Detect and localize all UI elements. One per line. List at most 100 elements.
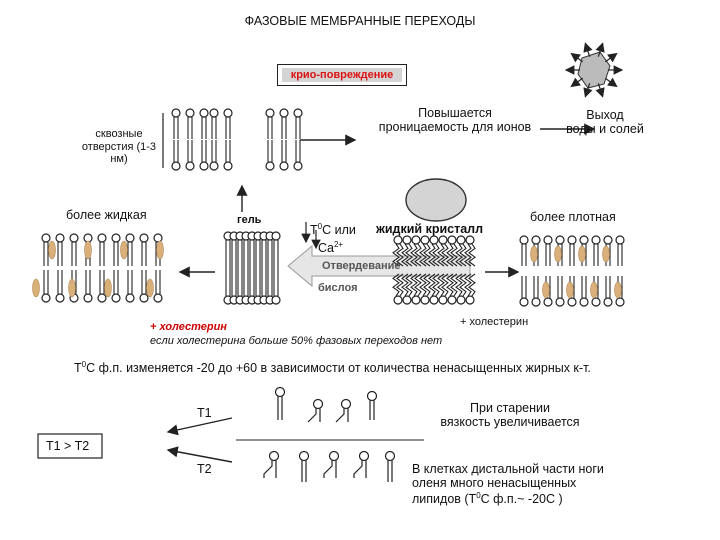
cholesterol-molecule [120,240,128,260]
wavy-lipid [455,273,467,305]
lipid [139,270,149,303]
wavy-lipid [410,273,422,305]
t1-label: T1 [197,406,212,420]
lipid [199,108,209,139]
efflux-label: Выход воды и солей [566,108,644,137]
lipid [591,235,601,266]
cholesterol-molecule [614,281,622,299]
lipid [55,270,65,303]
wavy-lipid [410,235,422,267]
cholesterol-molecule [32,278,40,298]
lipid [41,270,51,303]
wavy-lipid [455,235,467,267]
lipid [223,108,233,139]
temp-ca-label: T0С или [310,222,356,238]
lipid [41,233,51,266]
lipid [579,276,589,307]
cholesterol-note: если холестерина больше 50% фазовых пере… [150,335,443,347]
wavy-lipid [446,273,458,305]
cholesterol-molecule [590,281,598,299]
cholesterol-molecule [104,278,112,298]
t1-gt-t2-box [37,433,103,459]
membrane-group [32,108,625,482]
denser-label: более плотная [530,210,616,224]
lipid [279,108,289,139]
cholesterol-molecule [554,245,562,263]
lipid [223,140,233,171]
wavy-lipid [464,273,476,305]
lipid [293,140,303,171]
lipid [271,268,281,305]
lipid [555,276,565,307]
gel-label: гель [237,214,262,226]
cholesterol-molecule [578,245,586,263]
wavy-lipid [446,235,458,267]
arrow-to-t1 [166,417,233,436]
kinked-lipid [353,450,370,478]
lipid [171,108,181,139]
lipid [97,233,107,266]
cholesterol-molecule [602,245,610,263]
lipid [519,235,529,266]
cholesterol-molecule [530,245,538,263]
lipid [185,140,195,171]
lipid [111,233,121,266]
cholesterol-molecule [48,240,56,260]
plus-cholesterol-left: + холестерин [150,321,227,333]
wavy-lipid [437,273,449,305]
arrow-to-t2 [166,446,233,463]
lipid [279,140,289,171]
kinked-lipid [335,398,352,423]
lipid [55,233,65,266]
aging-label: При старении вязкость увеличивается [440,401,580,430]
lipid [111,270,121,303]
hardening-label-2: бислоя [318,282,358,294]
cholesterol-molecule [146,278,154,298]
ca-label: Ca2+ [318,240,344,256]
t2-label: T2 [197,462,212,476]
kinked-lipid [323,450,340,478]
wavy-lipid [419,273,431,305]
wavy-lipid [392,273,404,305]
vesicle-circle [405,178,467,222]
lipid [185,108,195,139]
lipid [615,235,625,266]
lipid [125,270,135,303]
wavy-lipid [464,235,476,267]
lipid [209,140,219,171]
page-title: ФАЗОВЫЕ МЕМБРАННЫЕ ПЕРЕХОДЫ [244,14,476,28]
lipid [171,140,181,171]
saturated-lipid [384,450,396,482]
burst-icon [564,42,624,98]
lipid [293,108,303,139]
saturated-lipid [274,386,286,420]
lipid [139,233,149,266]
lipid [543,235,553,266]
hardening-label-1: Отвердевание [322,260,401,272]
lipid [265,108,275,139]
lipid [125,233,135,266]
cryo-box: крио-повреждение [277,64,407,86]
wavy-lipid [428,235,440,267]
kinked-lipid [307,398,324,423]
lipid [209,108,219,139]
cholesterol-molecule [542,281,550,299]
pores-label: сквозные отверстия (1-3 нм) [81,128,157,166]
kinked-lipid [263,450,280,478]
wavy-lipid [401,235,413,267]
cholesterol-molecule [68,278,76,298]
lipid [567,235,577,266]
lipid [271,231,281,268]
cholesterol-molecule [566,281,574,299]
t1-gt-t2-label: T1 > T2 [46,439,90,453]
wavy-lipid [437,235,449,267]
wavy-lipid [401,273,413,305]
lipid [69,233,79,266]
more-liquid-label: более жидкая [66,208,147,222]
plus-cholesterol-right: + холестерин [460,316,529,328]
lipid [153,270,163,303]
permeability-label: Повышается проницаемость для ионов [378,106,532,135]
lipid [97,270,107,303]
saturated-lipid [298,450,310,482]
